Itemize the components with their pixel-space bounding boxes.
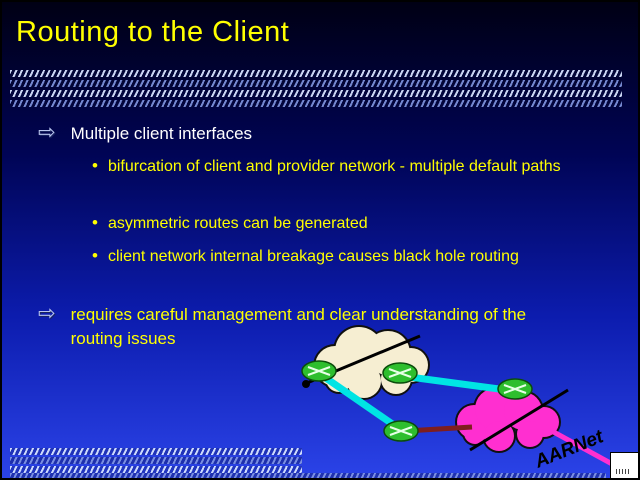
- decorative-stripe: [10, 448, 302, 455]
- bullet-item-1: ⇨ Multiple client interfaces: [38, 122, 501, 146]
- link-endpoint-dot: [302, 380, 310, 388]
- decorative-stripe: [10, 70, 622, 77]
- slide-title: Routing to the Client: [16, 16, 290, 48]
- sub-bullet-item-2: • asymmetric routes can be generated: [92, 212, 563, 236]
- provider-cloud-line: [469, 388, 569, 452]
- link-line-right: [401, 372, 515, 395]
- router-icon-2: [382, 362, 418, 384]
- arrow-bullet-icon: ⇨: [38, 121, 56, 144]
- decorative-stripe: [10, 100, 622, 107]
- decorative-stripe: [10, 90, 622, 97]
- decorative-stripe: [10, 80, 622, 87]
- decorative-stripe: [10, 457, 302, 464]
- bullet-item-2: ⇨ requires careful management and clear …: [38, 303, 556, 351]
- sub-bullet-item-3: • client network internal breakage cause…: [92, 245, 553, 269]
- sub-bullet-item-1: • bifurcation of client and provider net…: [92, 155, 563, 179]
- dot-bullet-icon: •: [92, 213, 98, 232]
- provider-cloud: [455, 386, 561, 453]
- bullet-1-text: Multiple client interfaces: [70, 124, 253, 143]
- arrow-bullet-icon: ⇨: [38, 302, 56, 325]
- slide-corner-box: [610, 452, 638, 478]
- sub-bullet-2-text: asymmetric routes can be generated: [107, 215, 368, 232]
- decorative-stripe: [10, 466, 302, 473]
- router-icon-1: [301, 360, 337, 382]
- dot-bullet-icon: •: [92, 156, 98, 175]
- aarnet-label: AARNet: [531, 426, 607, 473]
- decorative-stripe: [10, 473, 606, 478]
- dot-bullet-icon: •: [92, 246, 98, 265]
- link-line-left: [318, 371, 403, 433]
- router-icon-4: [383, 420, 419, 442]
- router-icon-3: [497, 378, 533, 400]
- sub-bullet-1-text: bifurcation of client and provider netwo…: [107, 158, 561, 175]
- link-line-provider: [405, 424, 473, 434]
- sub-bullet-3-text: client network internal breakage causes …: [107, 248, 519, 265]
- bullet-2-text: requires careful management and clear un…: [70, 305, 527, 348]
